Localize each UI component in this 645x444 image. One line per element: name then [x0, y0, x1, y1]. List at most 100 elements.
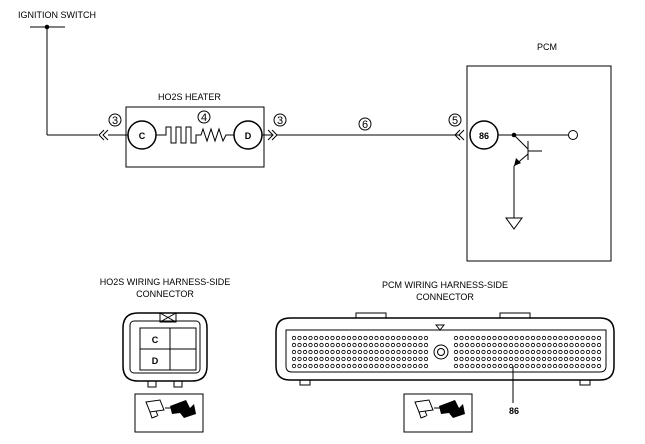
pcm-pin-hole [396, 363, 401, 369]
pcm-pin-hole [379, 349, 385, 355]
pcm-pin-hole [569, 363, 574, 369]
pcm-pin-hole [363, 335, 368, 341]
pcm-pin-hole [407, 335, 412, 341]
ho2s-heater-label: HO2S HEATER [158, 92, 221, 102]
pcm-connector-title-line1: PCM WIRING HARNESS-SIDE [382, 280, 508, 290]
resistor-callout: 4 [197, 110, 211, 124]
pcm-connector-hand-icon [403, 393, 473, 433]
pcm-pin-hole [352, 356, 357, 362]
pcm-pin-hole [541, 363, 547, 369]
pcm-pin-hole [423, 349, 429, 355]
ignition-switch-label: IGNITION SWITCH [18, 10, 96, 20]
pcm-pin-hole [547, 349, 552, 355]
pcm-pin-hole [363, 356, 368, 362]
pcm-pin-hole [346, 349, 352, 355]
pcm-pin-hole [385, 342, 390, 348]
pcm-pin-hole [341, 335, 346, 341]
pcm-pin-hole [374, 335, 379, 341]
pcm-pin-hole [302, 349, 308, 355]
pcm-pin-hole [475, 335, 481, 341]
pcm-pin-hole [291, 342, 297, 348]
heater-element [156, 126, 234, 144]
svg-text:6: 6 [362, 119, 368, 131]
pcm-pin-hole [313, 349, 319, 355]
pcm-pin-hole [368, 356, 374, 362]
pcm-pin-hole [470, 356, 475, 362]
pcm-pin-hole [547, 342, 552, 348]
pcm-pin-hole [291, 356, 297, 362]
pcm-pin-hole [492, 342, 497, 348]
pcm-pin-hole [530, 356, 536, 362]
pcm-pin-hole [585, 363, 591, 369]
pcm-pin-hole [379, 363, 385, 369]
pcm-pin-hole [492, 335, 497, 341]
transistor-collector [513, 134, 529, 150]
pcm-pin-hole [330, 335, 335, 341]
pcm-pin-hole [464, 335, 470, 341]
pcm-pin-hole [525, 356, 530, 362]
pcm-pin-hole [525, 342, 530, 348]
pcm-pin-hole [547, 356, 552, 362]
pcm-pin-hole [352, 335, 357, 341]
pcm-pin-hole [357, 363, 363, 369]
pcm-pin-hole [514, 363, 519, 369]
pcm-pin-hole [379, 342, 385, 348]
pcm-pin-hole [368, 363, 374, 369]
pcm-pin-hole [379, 335, 385, 341]
pcm-pin-hole [346, 342, 352, 348]
pcm-pin-hole [536, 349, 541, 355]
pcm-pin-hole [591, 363, 596, 369]
pcm-pin-hole [508, 356, 514, 362]
pcm-connector-chevrons [454, 129, 465, 141]
pcm-pin-hole [308, 363, 313, 369]
pcm-pin-hole [558, 342, 563, 348]
pcm-pin-hole [459, 335, 464, 341]
pcm-pin-hole [558, 363, 563, 369]
pcm-pin-hole [330, 356, 335, 362]
pcm-pin-hole [412, 335, 418, 341]
pcm-pin-hole [596, 363, 602, 369]
pcm-pin-hole [464, 363, 470, 369]
pcm-pin-hole [346, 335, 352, 341]
pcm-pin-hole [357, 335, 363, 341]
svg-text:3: 3 [277, 115, 283, 127]
pcm-pin-hole [464, 356, 470, 362]
pcm-pin-hole [335, 363, 341, 369]
pcm-pin-hole [574, 335, 580, 341]
pcm-pin-hole [470, 335, 475, 341]
pcm-pin-hole [363, 342, 368, 348]
pcm-pin-hole [569, 335, 574, 341]
pcm-pin-hole [297, 342, 302, 348]
ho2s-connector-hand-icon [134, 393, 204, 433]
left-connector-callout: 3 [108, 113, 122, 127]
pcm-pin-hole [563, 342, 569, 348]
pcm-pin-hole [596, 356, 602, 362]
pcm-pin-hole [396, 356, 401, 362]
pcm-pin-hole [374, 342, 379, 348]
pcm-pin-hole [585, 342, 591, 348]
pcm-pin-hole [390, 356, 396, 362]
pcm-connector-face [275, 312, 615, 386]
pcm-pin-hole [357, 356, 363, 362]
pcm-pin-hole [401, 349, 407, 355]
pcm-pin-86-callout: 86 [509, 406, 519, 416]
pcm-pin-hole [530, 342, 536, 348]
pcm-pin-hole [596, 349, 602, 355]
pcm-pin-hole [508, 349, 514, 355]
pcm-pin-hole [313, 335, 319, 341]
pcm-pin-hole [297, 356, 302, 362]
pcm-pin-hole [297, 349, 302, 355]
pcm-pin-hole [401, 342, 407, 348]
terminal-c-label: C [139, 131, 146, 141]
pcm-pin-hole [514, 349, 519, 355]
pcm-pin-hole [363, 349, 368, 355]
pcm-pin-hole [481, 356, 486, 362]
ho2s-connector-title-line2: CONNECTOR [136, 289, 194, 299]
transistor-emitter-arrow [514, 158, 521, 166]
pcm-pin-hole [497, 335, 503, 341]
pcm-pin-hole [580, 349, 585, 355]
pcm-pin-hole [423, 342, 429, 348]
pcm-pin-hole [346, 363, 352, 369]
pcm-pin-hole [503, 335, 508, 341]
